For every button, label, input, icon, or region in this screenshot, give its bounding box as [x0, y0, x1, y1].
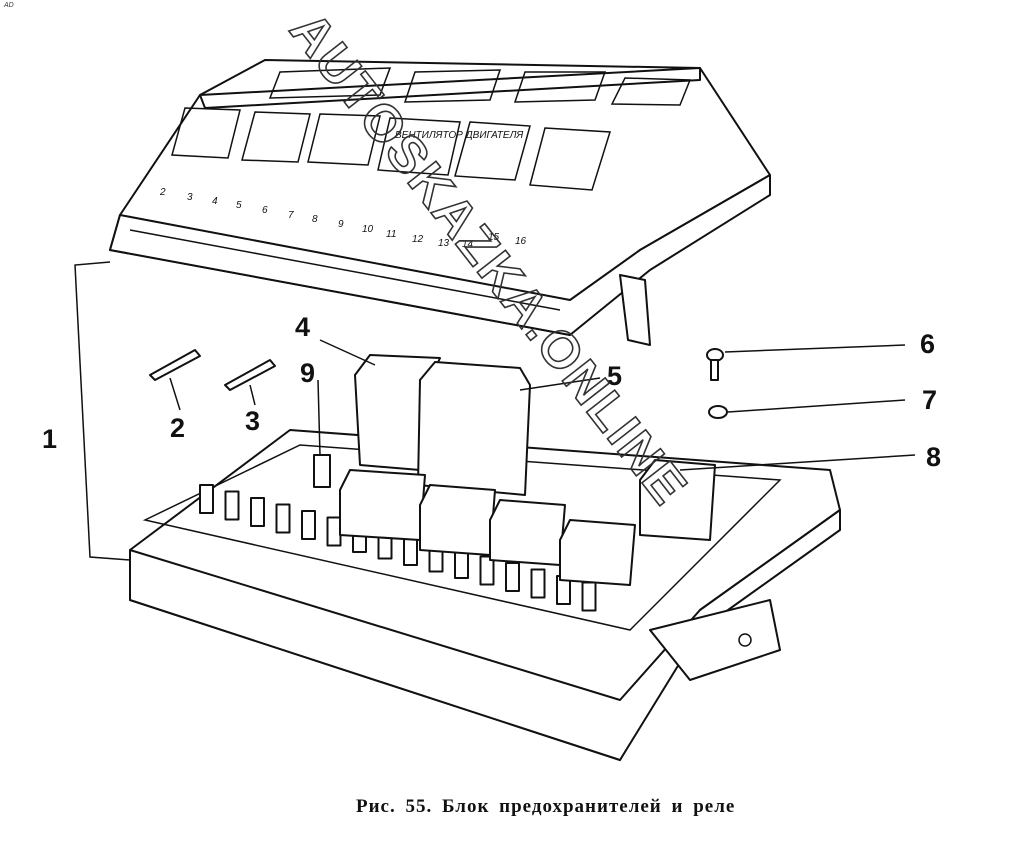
fuse-number-labels: 2 3 4 5 6 7 8 9 10 11 12 13 14 15 16 [159, 187, 527, 250]
fuse-number: 3 [187, 192, 193, 203]
fuse [275, 503, 291, 534]
fuse-box-base [129, 354, 841, 761]
callout-1: 1 [42, 424, 57, 454]
lid-label: ВЕНТИЛЯТОР ДВИГАТЕЛЯ [395, 130, 523, 141]
fuse [530, 568, 546, 599]
callout-5: 5 [607, 361, 622, 391]
fuse-number: 10 [362, 224, 374, 235]
fuse-number: 5 [236, 200, 242, 211]
relay [489, 499, 566, 566]
fuse-number: 11 [386, 229, 396, 240]
fuse-number: 14 [462, 239, 474, 250]
fuse-number: 4 [212, 196, 218, 207]
fuse-number: 15 [488, 232, 500, 243]
callout-4: 4 [295, 312, 310, 342]
fuse-number: 9 [338, 219, 344, 230]
small-parts [149, 348, 728, 419]
fuse-row [199, 484, 597, 612]
fuse [224, 490, 240, 521]
relay-8 [639, 459, 716, 541]
fuse-number: 16 [515, 236, 527, 247]
fuse-box-lid: ВЕНТИЛЯТОР ДВИГАТЕЛЯ 2 3 4 5 6 7 8 9 10 … [109, 59, 771, 346]
callout-7: 7 [922, 385, 937, 415]
fuse-number: 6 [262, 205, 268, 216]
fuse-number: 8 [312, 214, 318, 225]
callout-9: 9 [300, 358, 315, 388]
fuse [199, 484, 214, 514]
fuse [250, 497, 265, 527]
fuse-number: 2 [159, 187, 166, 198]
fuse-number: 12 [412, 234, 424, 245]
fuse [505, 562, 520, 592]
callout-8: 8 [926, 442, 941, 472]
fuse-number: 13 [438, 238, 450, 249]
relay-5 [417, 361, 531, 496]
fuse [479, 555, 495, 586]
part-9 [313, 454, 331, 488]
corner-mark: AD [4, 2, 14, 9]
fuse [326, 516, 342, 547]
callout-3: 3 [245, 406, 260, 436]
figure-caption: Рис. 55. Блок предохранителей и реле [356, 796, 736, 817]
callout-2: 2 [170, 413, 185, 443]
fuse-number: 7 [288, 210, 294, 221]
callout-6: 6 [920, 329, 935, 359]
fuse [581, 581, 597, 612]
leader-lines [74, 261, 916, 561]
relay [559, 519, 636, 586]
relay [339, 469, 426, 541]
fuse [301, 510, 316, 540]
relay [419, 484, 496, 556]
fuse [403, 536, 418, 566]
